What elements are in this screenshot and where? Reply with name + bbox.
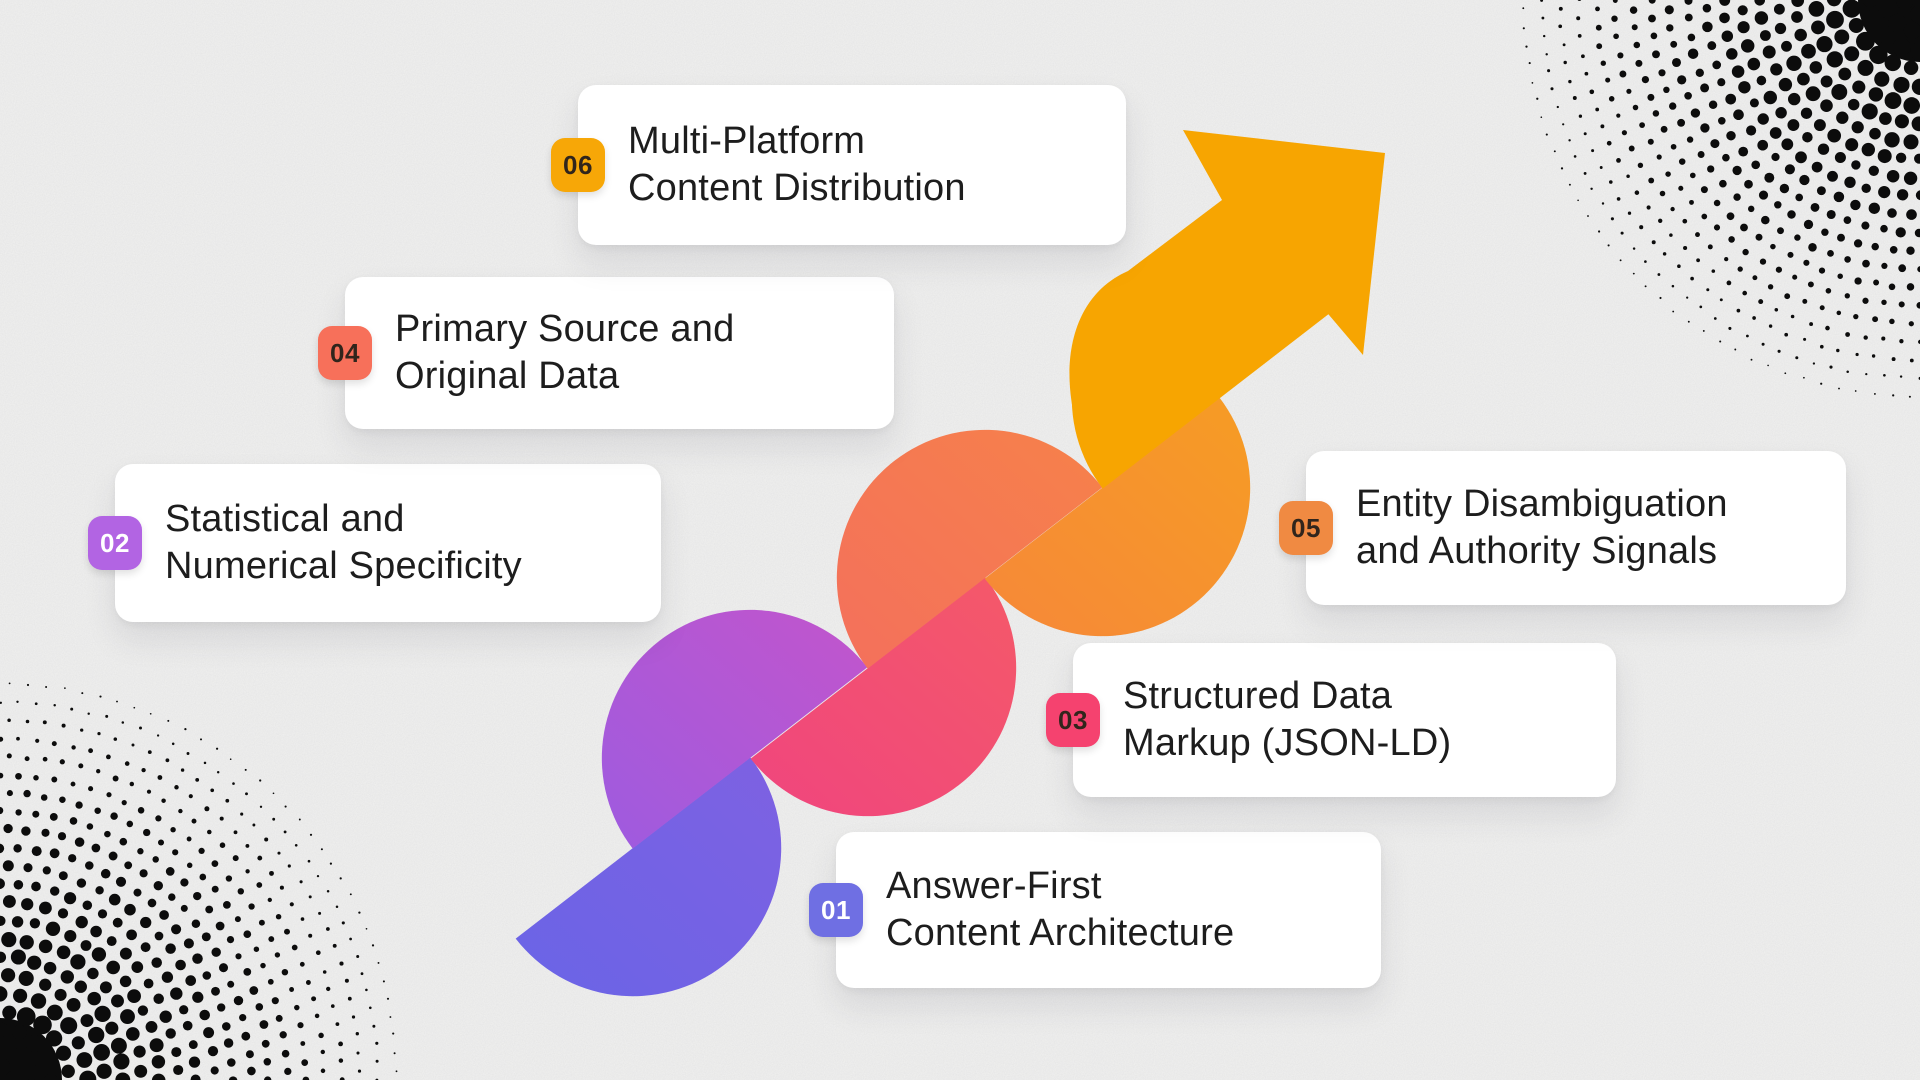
step-label-line1: Entity Disambiguation — [1356, 483, 1728, 525]
step-label-line2: and Authority Signals — [1356, 530, 1718, 572]
halftone-corner-top-right — [1522, 0, 1920, 398]
step-disc-04 — [836, 429, 1103, 669]
step-label-line1: Primary Source and — [395, 308, 735, 350]
step-badge-02: 02 — [88, 516, 142, 570]
step-label-line2: Content Distribution — [628, 167, 966, 209]
step-badge-05: 05 — [1279, 501, 1333, 555]
step-label-line2: Content Architecture — [886, 912, 1235, 954]
step-label-line2: Numerical Specificity — [165, 545, 522, 587]
step-badge-01: 01 — [809, 883, 863, 937]
halftone-corner-bottom-left — [0, 682, 398, 1080]
step-disc-05 — [984, 397, 1251, 637]
step-label-05: Entity Disambiguation and Authority Sign… — [1356, 481, 1728, 575]
step-disc-06 — [1071, 249, 1338, 489]
step-card-03: 03 Structured Data Markup (JSON-LD) — [1046, 643, 1616, 797]
step-badge-04: 04 — [318, 326, 372, 380]
twisted-ribbon — [515, 130, 1385, 997]
step-card-04: 04 Primary Source and Original Data — [318, 277, 894, 429]
step-badge-06: 06 — [551, 138, 605, 192]
step-card-02: 02 Statistical and Numerical Specificity — [88, 464, 661, 622]
step-card-06: 06 Multi-Platform Content Distribution — [551, 85, 1126, 245]
step-card-05: 05 Entity Disambiguation and Authority S… — [1279, 451, 1846, 605]
step-label-line2: Markup (JSON-LD) — [1123, 722, 1452, 764]
step-label-line2: Original Data — [395, 355, 620, 397]
step-label-line1: Statistical and — [165, 498, 405, 540]
step-label-line1: Structured Data — [1123, 675, 1393, 717]
step-label-line1: Multi-Platform — [628, 120, 866, 162]
step-disc-02 — [601, 609, 868, 849]
step-label-line1: Answer-First — [886, 865, 1102, 907]
step-label-04: Primary Source and Original Data — [395, 306, 734, 400]
step-card-01: 01 Answer-First Content Architecture — [809, 832, 1381, 988]
step-label-01: Answer-First Content Architecture — [886, 863, 1234, 957]
step-disc-03 — [750, 577, 1017, 817]
step-label-03: Structured Data Markup (JSON-LD) — [1123, 673, 1451, 767]
step-label-02: Statistical and Numerical Specificity — [165, 496, 522, 590]
step-badge-03: 03 — [1046, 693, 1100, 747]
step-disc-01 — [515, 757, 782, 997]
step-label-06: Multi-Platform Content Distribution — [628, 118, 966, 212]
